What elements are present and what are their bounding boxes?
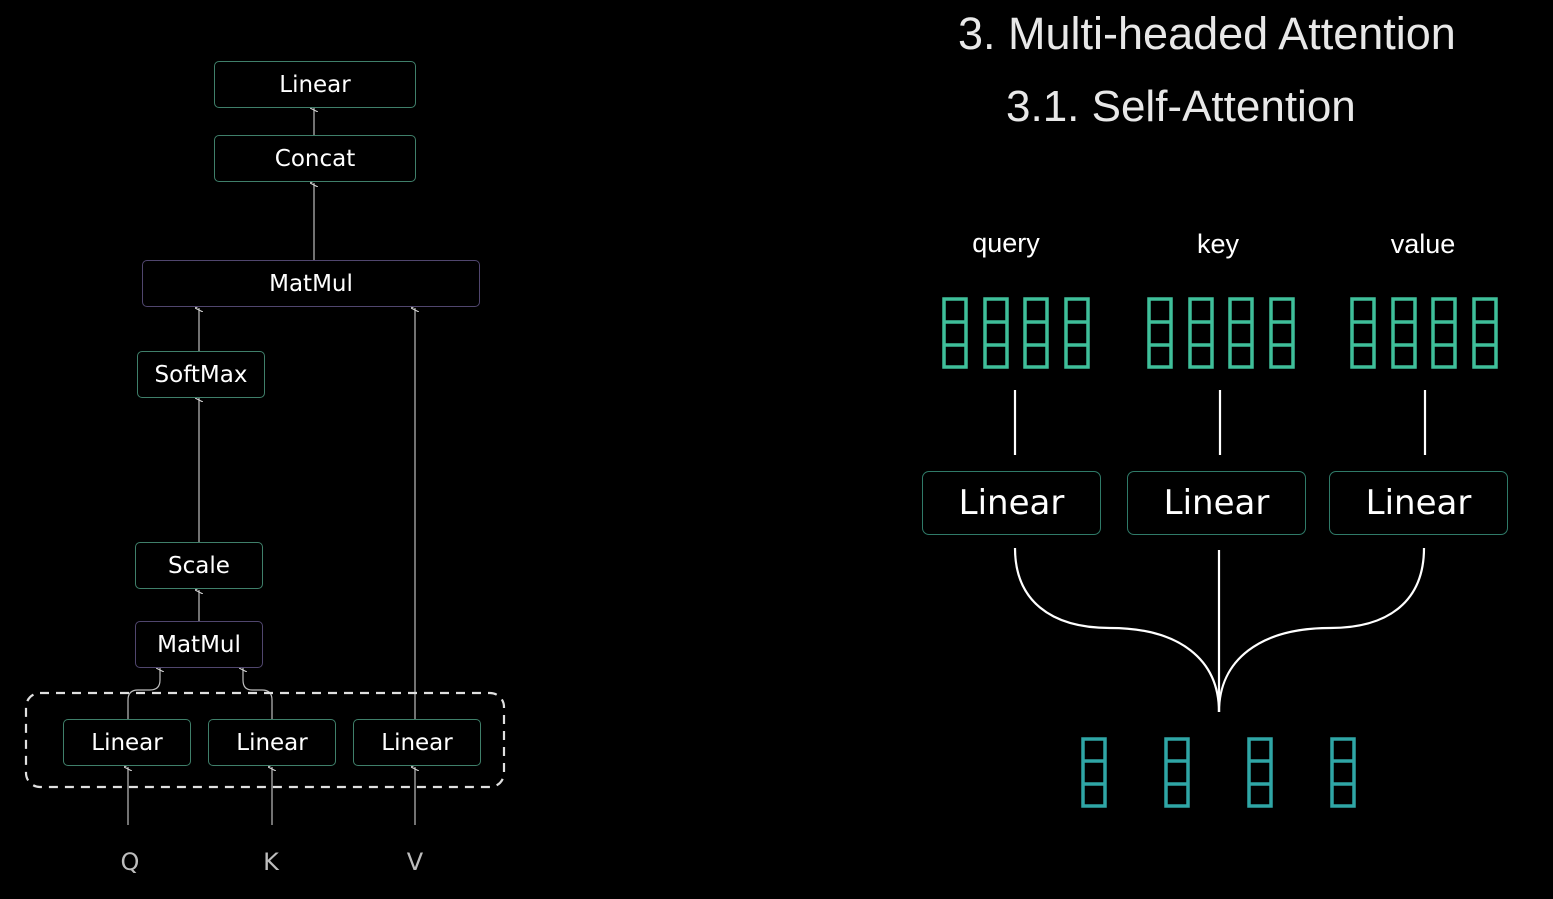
query-linear-label: Linear: [958, 483, 1065, 523]
matmul-top-box: MatMul: [142, 260, 480, 307]
linear-k-box: Linear: [208, 719, 336, 766]
linear-group-dashed-outline: [24, 691, 506, 789]
section-title: 3. Multi-headed Attention: [958, 8, 1456, 59]
linear-k-label: Linear: [236, 729, 308, 756]
input-k-label: K: [263, 848, 279, 876]
query-label: query: [972, 228, 1040, 258]
key-linear-label: Linear: [1163, 483, 1270, 523]
scale-box: Scale: [135, 542, 263, 589]
query-vectors: [942, 297, 1090, 369]
value-linear-label: Linear: [1365, 483, 1472, 523]
matmul-top-label: MatMul: [269, 270, 353, 297]
merge-curve-right: [1217, 547, 1426, 713]
linear-v-box: Linear: [353, 719, 481, 766]
matmul-bottom-box: MatMul: [135, 621, 263, 668]
key-vectors: [1147, 297, 1295, 369]
right-vectors: [942, 297, 1498, 369]
concat-box: Concat: [214, 135, 416, 182]
linear-q-box: Linear: [63, 719, 191, 766]
merge-curve-left: [1013, 547, 1221, 713]
top-linear-box: Linear: [214, 61, 416, 108]
matmul-bottom-label: MatMul: [157, 631, 241, 658]
value-label: value: [1390, 229, 1456, 259]
value-linear-box: Linear: [1329, 471, 1508, 535]
query-linear-box: Linear: [922, 471, 1101, 535]
concat-label: Concat: [274, 145, 356, 172]
left-connectors: [128, 108, 415, 825]
top-linear-label: Linear: [279, 71, 351, 98]
linear-v-label: Linear: [381, 729, 453, 756]
subsection-title: 3.1. Self-Attention: [1006, 82, 1356, 131]
arrow-linear-q-to-matmul: [127, 668, 160, 719]
output-vectors: [1081, 737, 1356, 808]
arrow-linear-k-to-matmul: [243, 668, 273, 719]
key-linear-box: Linear: [1127, 471, 1306, 535]
softmax-box: SoftMax: [137, 351, 265, 398]
value-vectors: [1350, 297, 1498, 369]
input-v-label: V: [406, 848, 424, 876]
key-label: key: [1196, 229, 1240, 259]
linear-q-label: Linear: [91, 729, 163, 756]
input-q-label: Q: [120, 848, 140, 876]
right-connectors: [1013, 390, 1427, 713]
scale-label: Scale: [168, 552, 230, 579]
softmax-label: SoftMax: [154, 361, 248, 388]
